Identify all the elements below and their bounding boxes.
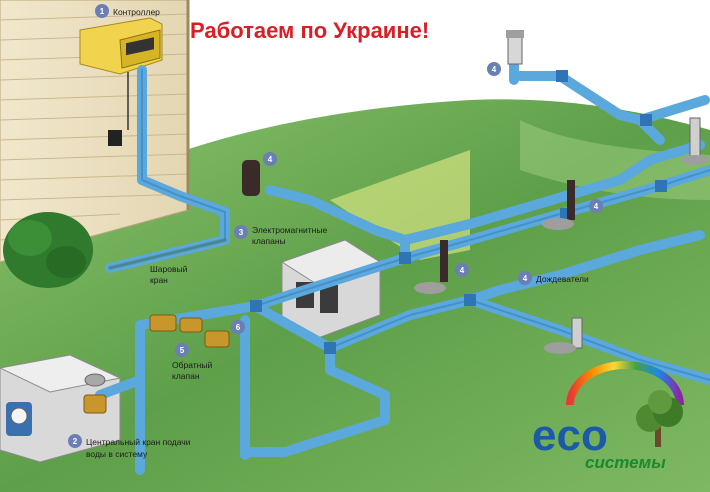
fitting bbox=[556, 70, 568, 82]
sprinkler-lower-right bbox=[544, 317, 583, 354]
callout-label-sprinklers: Дождеватели bbox=[536, 274, 589, 284]
tree-icon bbox=[636, 390, 683, 447]
callout-label-main-valve-2: воды в систему bbox=[86, 449, 148, 459]
badge-sprinkler-mid-right: 4 bbox=[589, 199, 603, 213]
fitting bbox=[324, 342, 336, 354]
sprinklers bbox=[242, 30, 709, 354]
pipe-fittings bbox=[250, 70, 667, 354]
shrub bbox=[3, 212, 93, 288]
power-plug-icon bbox=[108, 130, 122, 146]
callout-badge bbox=[234, 225, 248, 239]
callout-label-solenoid-2: клапаны bbox=[252, 236, 286, 246]
callout-label-solenoid-1: Электромагнитные bbox=[252, 225, 327, 235]
svg-text:4: 4 bbox=[492, 65, 497, 74]
badge-sprinkler-top: 4 bbox=[487, 62, 501, 76]
callout-1: 1 Контроллер bbox=[95, 4, 160, 18]
fitting bbox=[464, 294, 476, 306]
meter-dial-icon bbox=[10, 407, 28, 425]
rainbow-icon bbox=[566, 361, 684, 406]
ball-valve-label-2: кран bbox=[150, 275, 168, 285]
svg-text:2: 2 bbox=[73, 437, 78, 446]
ball-valve-label-1: Шаровый bbox=[150, 264, 188, 274]
svg-text:3: 3 bbox=[239, 228, 244, 237]
svg-text:4: 4 bbox=[268, 155, 273, 164]
extra-callout-badges: 4 4 4 4 bbox=[263, 62, 603, 277]
ball-valves bbox=[83, 314, 230, 414]
ball-valve bbox=[149, 314, 177, 332]
fitting bbox=[250, 300, 262, 312]
callout-3: 3 Электромагнитные клапаны bbox=[234, 225, 327, 246]
callout-badge bbox=[231, 320, 245, 334]
sprinkler-upper-right bbox=[681, 117, 709, 165]
main-valve bbox=[83, 394, 107, 414]
svg-text:6: 6 bbox=[236, 323, 241, 332]
check-valve bbox=[179, 317, 203, 333]
sprinkler-center bbox=[414, 240, 448, 294]
eco-logo: eco системы bbox=[532, 361, 684, 472]
controller-display bbox=[126, 37, 154, 56]
callout-badge bbox=[95, 4, 109, 18]
callout-label-check-valve-1: Обратный bbox=[172, 360, 212, 370]
main-valve-handle-icon bbox=[84, 373, 106, 387]
callout-badge bbox=[68, 434, 82, 448]
wall-siding bbox=[0, 13, 189, 241]
callout-label-main-valve-1: Центральный кран подачи bbox=[86, 437, 191, 447]
svg-text:1: 1 bbox=[100, 7, 105, 16]
badge-sprinkler-center: 4 bbox=[455, 263, 469, 277]
callout-label-controller: Контроллер bbox=[113, 7, 160, 17]
callout-6: 6 bbox=[231, 320, 245, 334]
callout-4-main: 4 Дождеватели bbox=[518, 271, 589, 285]
fitting bbox=[655, 180, 667, 192]
callout-label-check-valve-2: клапан bbox=[172, 371, 200, 381]
callout-2: 2 Центральный кран подачи воды в систему bbox=[68, 434, 191, 459]
ball-valve bbox=[204, 330, 230, 348]
svg-text:5: 5 bbox=[180, 346, 185, 355]
headline: Работаем по Украине! bbox=[190, 18, 429, 43]
callout-badge bbox=[175, 343, 189, 357]
callout-badge bbox=[518, 271, 532, 285]
logo-main-text: eco bbox=[532, 411, 608, 460]
logo-sub-text: системы bbox=[585, 453, 666, 472]
fitting bbox=[640, 114, 652, 126]
svg-text:4: 4 bbox=[523, 274, 528, 283]
solenoid-valve-2 bbox=[320, 285, 338, 313]
sprinkler-left bbox=[242, 160, 260, 196]
svg-text:4: 4 bbox=[460, 266, 465, 275]
sprinkler-top bbox=[506, 30, 524, 65]
svg-text:4: 4 bbox=[594, 202, 599, 211]
controller-box bbox=[79, 17, 163, 146]
callout-5: 5 Обратный клапан bbox=[172, 343, 212, 381]
badge-sprinkler-left: 4 bbox=[263, 152, 277, 166]
fitting bbox=[399, 252, 411, 264]
sprinkler-mid-right bbox=[542, 180, 575, 230]
